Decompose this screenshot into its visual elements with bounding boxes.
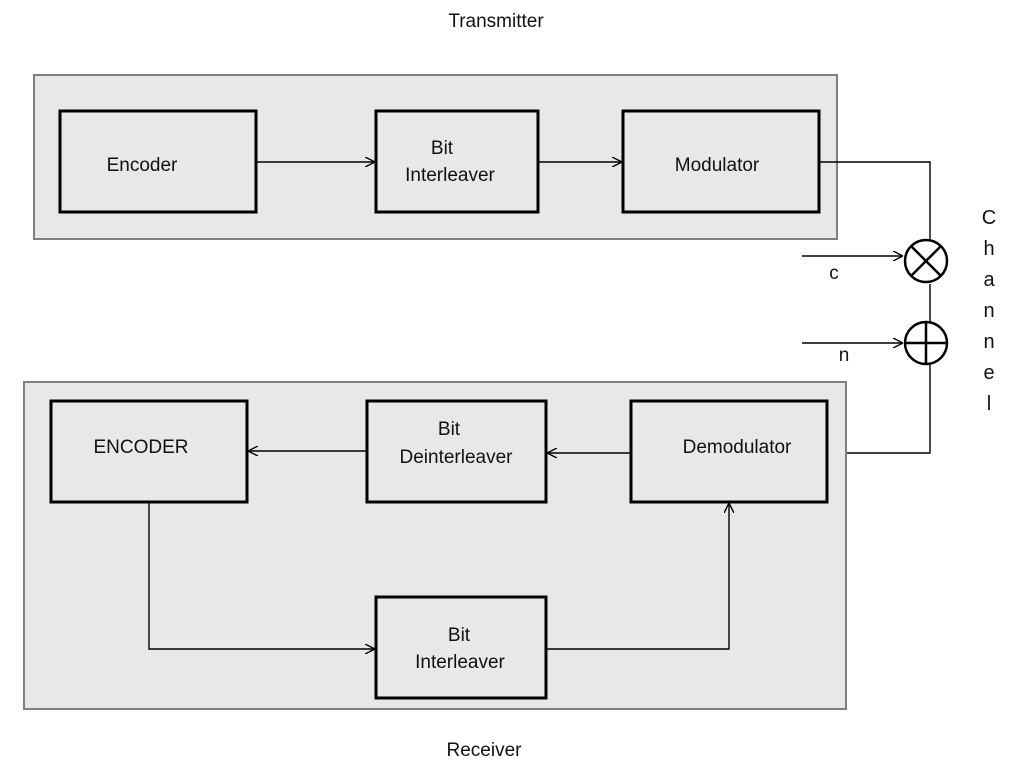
rx-interleaver-label-line1: Bit <box>448 625 471 646</box>
svg-text:a: a <box>983 269 995 291</box>
tx-interleaver-block <box>374 109 540 214</box>
svg-text:l: l <box>987 393 991 415</box>
decoder-label: ENCODER <box>93 437 188 458</box>
svg-text:C: C <box>982 207 996 229</box>
arrow-decoder-to-interleaver <box>148 502 375 649</box>
deinterleaver-label-line1: Bit <box>438 419 461 440</box>
transmitter-title: Transmitter <box>448 11 544 32</box>
arrow-interleaver-to-demodulator <box>546 503 729 650</box>
tx-interleaver-label-line1: Bit <box>431 138 454 159</box>
rx-interleaver-label-line2: Interleaver <box>415 652 505 673</box>
encoder-label: Encoder <box>107 155 178 176</box>
channel-label: C h a n n e l <box>982 207 996 415</box>
rx-interleaver-block <box>374 595 548 700</box>
c-input-label: c <box>829 263 839 284</box>
svg-text:e: e <box>983 362 994 384</box>
wire-modulator-to-channel <box>819 161 931 239</box>
adder-symbol <box>903 320 949 366</box>
receiver-title: Receiver <box>447 740 523 761</box>
encoder-block <box>58 109 258 214</box>
tx-interleaver-label-line2: Interleaver <box>405 165 495 186</box>
multiplier-symbol <box>903 238 949 284</box>
modulator-label: Modulator <box>675 155 760 176</box>
demodulator-label: Demodulator <box>683 437 792 458</box>
svg-text:n: n <box>983 331 994 353</box>
deinterleaver-block <box>365 399 548 504</box>
deinterleaver-label-line2: Deinterleaver <box>400 447 514 468</box>
svg-text:h: h <box>983 238 994 260</box>
n-input-label: n <box>839 345 850 366</box>
demodulator-block <box>629 399 829 504</box>
svg-text:n: n <box>983 300 994 322</box>
decoder-block <box>49 399 249 504</box>
modulator-block <box>621 109 821 214</box>
arrow-channel-to-demodulator <box>828 365 931 453</box>
